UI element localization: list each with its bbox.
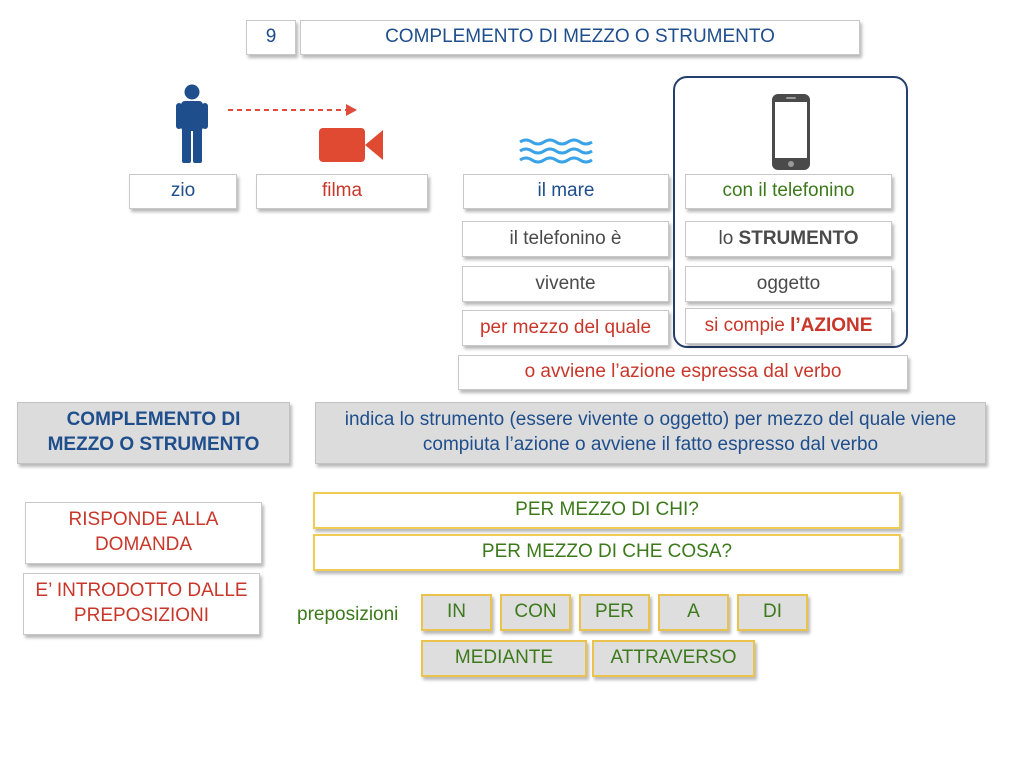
preposition-per: PER	[579, 594, 650, 631]
highlight-frame	[673, 76, 908, 348]
prepositions-caption: preposizioni	[297, 604, 399, 625]
preposition-attraverso: ATTRAVERSO	[592, 640, 755, 677]
verb-box: filma	[256, 174, 428, 209]
questions-label: RISPONDE ALLA DOMANDA	[25, 502, 262, 564]
analysis-oggetto: oggetto	[685, 266, 892, 302]
waves-icon	[519, 138, 593, 164]
analysis-strumento-prefix: lo	[718, 227, 739, 249]
video-camera-icon	[319, 128, 383, 162]
analysis-vivente: vivente	[462, 266, 669, 302]
subject-box: zio	[129, 174, 237, 209]
analysis-avviene: o avviene l’azione espressa dal verbo	[458, 355, 908, 390]
analysis-telefonino: il telefonino è	[462, 221, 669, 257]
analysis-azione: si compie l’AZIONE	[685, 308, 892, 344]
preposition-a: A	[658, 594, 729, 631]
slide-title: COMPLEMENTO DI MEZZO O STRUMENTO	[300, 20, 860, 55]
definition-text: indica lo strumento (essere vivente o og…	[315, 402, 986, 464]
definition-term: COMPLEMENTO DI MEZZO O STRUMENTO	[17, 402, 290, 464]
person-icon	[176, 84, 208, 163]
analysis-azione-bold: l’AZIONE	[790, 314, 873, 336]
smartphone-icon	[772, 94, 810, 170]
dashed-arrow-icon	[228, 104, 357, 116]
preposition-mediante: MEDIANTE	[421, 640, 587, 677]
analysis-per-mezzo: per mezzo del quale	[462, 310, 669, 346]
object-box: il mare	[463, 174, 669, 209]
question-chi: PER MEZZO DI CHI?	[313, 492, 901, 529]
prepositions-label: E’ INTRODOTTO DALLE PREPOSIZIONI	[23, 573, 260, 635]
analysis-strumento-bold: STRUMENTO	[738, 227, 859, 249]
preposition-con: CON	[500, 594, 571, 631]
slide-number: 9	[246, 20, 296, 55]
question-che-cosa: PER MEZZO DI CHE COSA?	[313, 534, 901, 571]
analysis-strumento: lo STRUMENTO	[685, 221, 892, 257]
preposition-in: IN	[421, 594, 492, 631]
complement-box: con il telefonino	[685, 174, 892, 209]
preposition-di: DI	[737, 594, 808, 631]
analysis-azione-prefix: si compie	[704, 314, 791, 336]
